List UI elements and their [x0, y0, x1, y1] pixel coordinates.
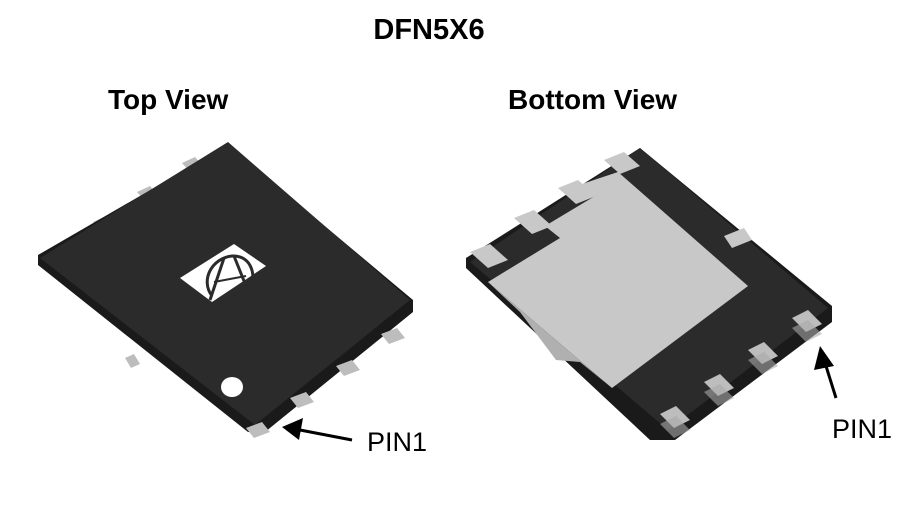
top-view-pin1-arrow-icon — [282, 418, 353, 442]
exposed-pad-edge — [488, 282, 612, 388]
bottom-view-pad-tabs — [470, 152, 752, 268]
top-view-package — [38, 142, 413, 438]
top-view-leads-lower — [125, 328, 405, 438]
bottom-view-pin1-label: PIN1 — [832, 414, 893, 444]
bottom-view-label: Bottom View — [508, 84, 678, 115]
pin1-dot — [221, 377, 243, 397]
bottom-view-package — [466, 148, 832, 440]
bottom-view-pin1-arrow-icon — [814, 346, 838, 399]
alpha-omega-logo-icon — [180, 244, 266, 302]
bottom-view-leads — [660, 310, 822, 438]
exposed-pad — [488, 172, 748, 388]
top-view-pin1-label: PIN1 — [367, 427, 428, 457]
top-view-label: Top View — [108, 84, 229, 115]
diagram-title: DFN5X6 — [373, 14, 485, 46]
